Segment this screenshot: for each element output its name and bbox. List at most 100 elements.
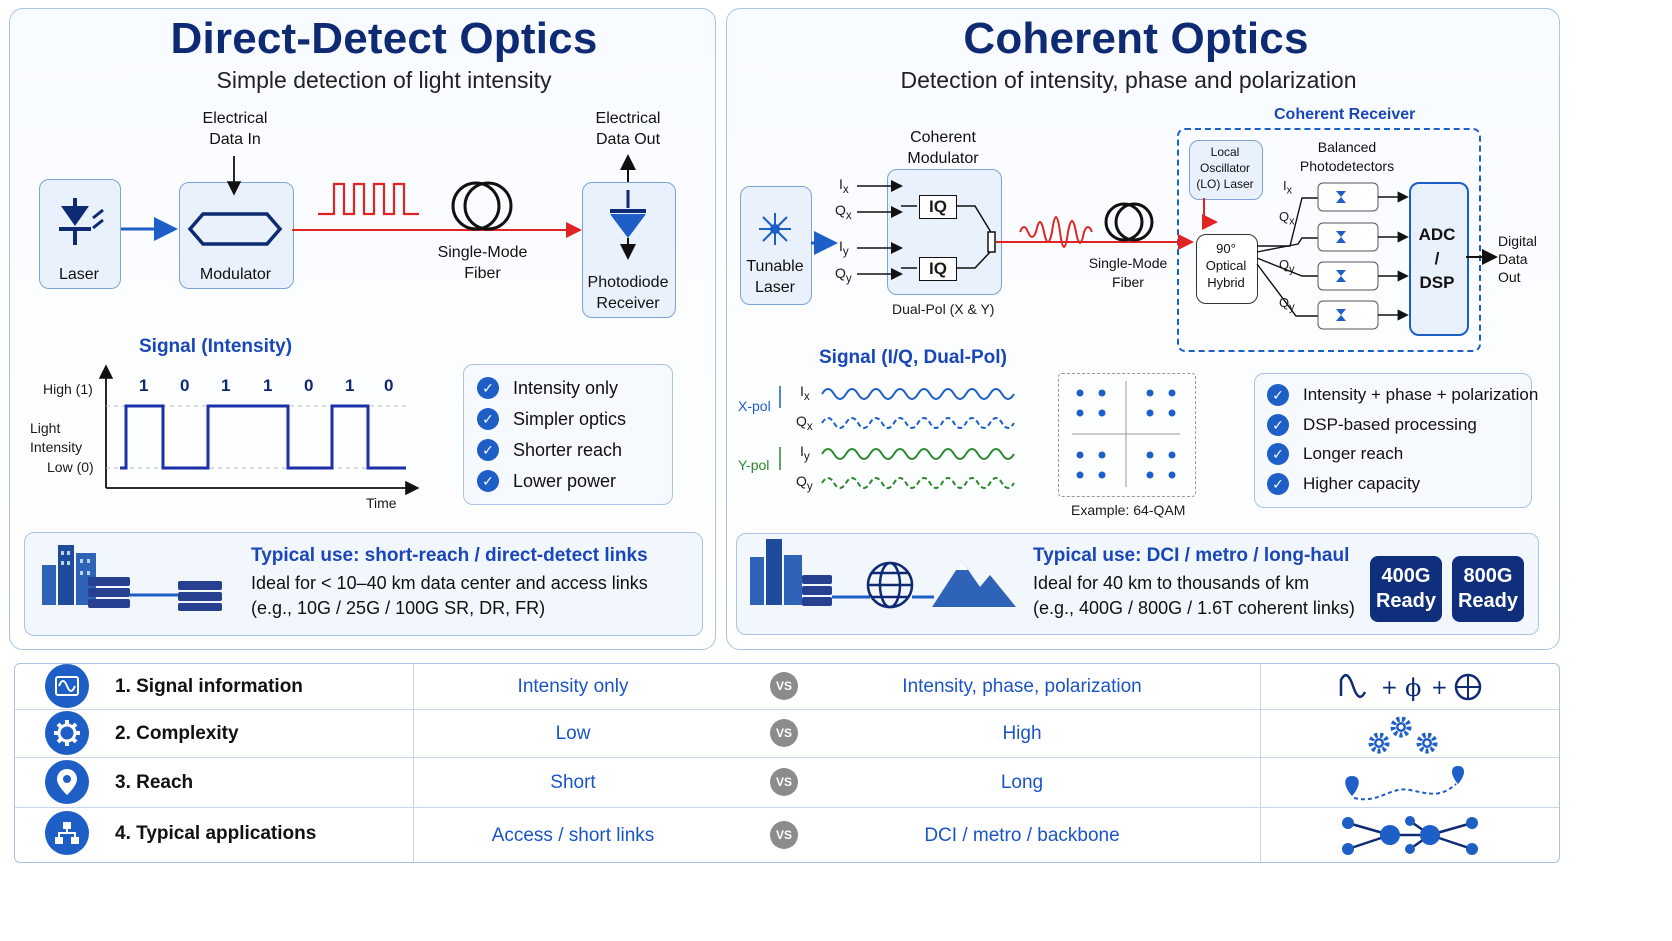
constellation-point — [1168, 471, 1176, 479]
sig-qx: Qx — [796, 413, 813, 433]
svg-text:+: + — [1381, 675, 1398, 699]
constellation-point — [1146, 451, 1154, 459]
dd-feature-item: ✓Lower power — [477, 470, 616, 492]
waveform-icon — [45, 664, 89, 708]
constellation-point — [1098, 389, 1106, 397]
row-left-value: Low — [555, 723, 591, 744]
row-label: 3. Reach — [115, 772, 194, 793]
iq-modulator-top: IQ — [919, 195, 957, 219]
dd-typical-use-panel — [24, 532, 703, 636]
fiber-spool-icon — [451, 181, 513, 231]
constellation-point — [1168, 409, 1176, 417]
high-label: High (1) — [43, 381, 93, 397]
sig-ix: Ix — [800, 383, 810, 403]
row-right-value: High — [1002, 723, 1042, 744]
laser-block — [39, 179, 121, 289]
mzm-icon — [187, 212, 283, 246]
dd-feature-item: ✓Simpler optics — [477, 408, 626, 430]
constellation-point — [1098, 409, 1106, 417]
mountain-icon — [932, 561, 1016, 607]
bit-labels: 1 0 1 1 0 1 0 — [0, 0, 393, 395]
constellation-point — [1098, 451, 1106, 459]
route-icon — [1345, 766, 1464, 801]
iq-waveforms — [779, 386, 1015, 489]
direct-detect-title: Direct-Detect Optics — [170, 14, 598, 63]
constellation-point — [1098, 471, 1106, 479]
iq-modulator-bottom: IQ — [919, 257, 957, 281]
modulator-label: Modulator — [199, 266, 272, 283]
sig-iy: Iy — [800, 443, 810, 463]
constellation-box — [1058, 373, 1196, 497]
dd-use-line1: Ideal for < 10–40 km data center and acc… — [251, 573, 648, 593]
nrz-pulse-icon — [318, 182, 419, 216]
coherent-feature-item: ✓Higher capacity — [1267, 473, 1420, 495]
tx-input-qx: Qx — [835, 202, 852, 222]
check-icon: ✓ — [1267, 414, 1289, 436]
gear-icon — [45, 711, 89, 755]
dd-signal-title: Signal (Intensity) — [139, 336, 293, 357]
bit-label: 1 — [263, 376, 273, 395]
tx-input-iy: Iy — [839, 238, 849, 258]
dd-link-diagram — [121, 154, 646, 260]
check-icon: ✓ — [1267, 443, 1289, 465]
dd-feature-item: ✓Shorter reach — [477, 439, 622, 461]
constellation-point — [1146, 389, 1154, 397]
constellation-point — [1076, 451, 1084, 459]
low-label: Low (0) — [47, 459, 94, 475]
table-row: 2. Complexity Low VS High — [15, 711, 1559, 760]
adc-dsp-label: ADC/DSP — [1418, 225, 1456, 292]
coherent-use-line1: Ideal for 40 km to thousands of km — [1033, 573, 1310, 593]
photodiode-icon — [610, 214, 646, 238]
direct-detect-subtitle: Simple detection of light intensity — [216, 67, 552, 93]
table-divider — [1260, 664, 1261, 862]
table-divider — [15, 709, 1559, 710]
row-left-value: Access / short links — [491, 825, 655, 846]
coherent-features-panel — [1254, 373, 1532, 508]
bit-label: 0 — [384, 376, 394, 395]
rx-label-qy2: Qy — [1279, 295, 1295, 314]
row-left-value: Intensity only — [517, 676, 629, 697]
tunable-laser-block — [740, 186, 812, 305]
coherent-receiver-title: Coherent Receiver — [1274, 106, 1416, 123]
constellation-point — [1168, 451, 1176, 459]
bit-label: 0 — [180, 376, 190, 395]
check-icon: ✓ — [477, 470, 499, 492]
constellation-point — [1076, 409, 1084, 417]
iy-wave — [821, 448, 1015, 460]
check-icon: ✓ — [477, 439, 499, 461]
qam-label: Example: 64-QAM — [1071, 502, 1186, 518]
row-label: 1. Signal information — [115, 676, 303, 697]
qy-wave — [821, 477, 1015, 489]
table-divider — [15, 757, 1559, 758]
intensity-waveform — [98, 364, 420, 496]
qx-wave — [821, 417, 1015, 429]
network-topology-icon — [1342, 816, 1478, 855]
row-label: 4. Typical applications — [115, 823, 317, 844]
dd-feature-item: ✓Intensity only — [477, 377, 618, 399]
qam-constellation — [1072, 381, 1180, 487]
vs-badge: VS — [770, 719, 798, 747]
coherent-feature-item: ✓Longer reach — [1267, 443, 1403, 465]
coherent-link-diagram — [811, 180, 1498, 330]
sig-qy: Qy — [796, 473, 813, 493]
dd-use-line2: (e.g., 10G / 25G / 100G SR, DR, FR) — [251, 598, 546, 618]
rx-label-ix: Ix — [1283, 178, 1293, 197]
bit-label: 1 — [139, 376, 149, 395]
bit-label: 1 — [345, 376, 355, 395]
row-right-value: Long — [1000, 772, 1044, 793]
row-right-value: DCI / metro / backbone — [924, 825, 1120, 846]
sine-phi-polarization-icon: + ϕ + — [1339, 673, 1482, 702]
coherent-feature-item: ✓DSP-based processing — [1267, 414, 1477, 436]
coherent-fiber-spool-icon — [1104, 202, 1154, 242]
table-row: 4. Typical applications Access / short l… — [15, 811, 1559, 860]
vs-badge: VS — [770, 672, 798, 700]
